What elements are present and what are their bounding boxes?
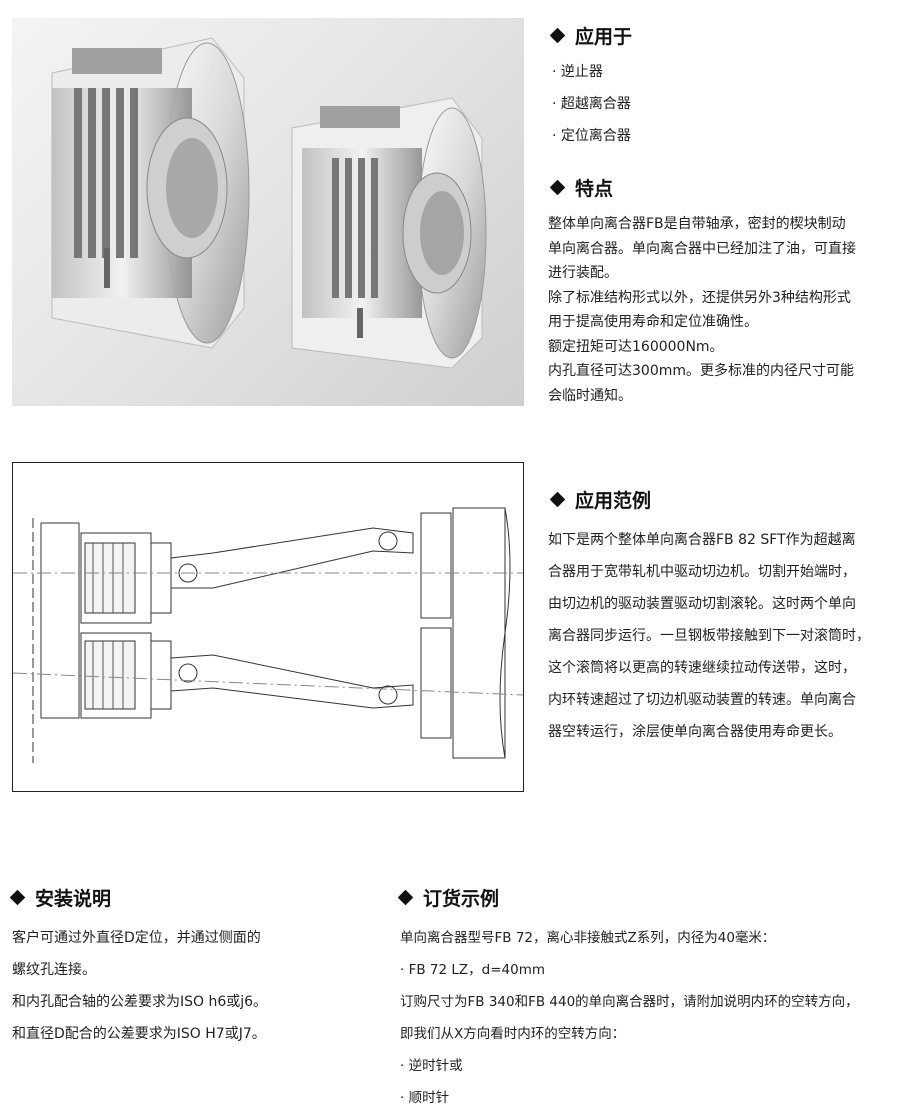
application-heading: 应用于 bbox=[548, 22, 632, 49]
text-line: · FB 72 LZ，d=40mm bbox=[400, 962, 545, 978]
text-line: 订购尺寸为FB 340和FB 440的单向离合器时，请附加说明内环的空转方向， bbox=[400, 994, 859, 1010]
diamond-bullet-icon bbox=[9, 889, 26, 906]
text-line: 单向离合器型号FB 72，离心非接触式Z系列，内径为40毫米： bbox=[400, 930, 776, 946]
order-text: 单向离合器型号FB 72，离心非接触式Z系列，内径为40毫米： · FB 72 … bbox=[400, 922, 859, 1114]
text-line: 离合器同步运行。一旦钢板带接触到下一对滚筒时， bbox=[548, 628, 870, 644]
list-item: · 逆止器 bbox=[552, 64, 603, 80]
text-line: 器空转运行，涂层使单向离合器使用寿命更长。 bbox=[548, 724, 842, 740]
install-text: 客户可通过外直径D定位，并通过侧面的 螺纹孔连接。 和内孔配合轴的公差要求为IS… bbox=[12, 922, 267, 1050]
application-diagram bbox=[12, 462, 524, 792]
text-line: 和直径D配合的公差要求为ISO H7或J7。 bbox=[12, 1026, 266, 1042]
install-heading-text: 安装说明 bbox=[35, 888, 112, 910]
diamond-bullet-icon bbox=[549, 491, 566, 508]
text-line: · 逆时针或 bbox=[400, 1058, 463, 1074]
text-line: 客户可通过外直径D定位，并通过侧面的 bbox=[12, 930, 261, 946]
example-heading-text: 应用范例 bbox=[575, 490, 652, 512]
text-line: 除了标准结构形式以外，还提供另外3种结构形式 bbox=[548, 289, 851, 306]
application-heading-text: 应用于 bbox=[575, 26, 633, 48]
application-list: · 逆止器 · 超越离合器 · 定位离合器 bbox=[552, 56, 631, 152]
text-line: 单向离合器。单向离合器中已经加注了油，可直接 bbox=[548, 240, 856, 257]
drive-shaft-drawing-icon bbox=[12, 507, 524, 763]
text-line: 额定扭矩可达160000Nm。 bbox=[548, 338, 724, 355]
example-heading: 应用范例 bbox=[548, 486, 651, 513]
features-heading: 特点 bbox=[548, 174, 613, 201]
example-text: 如下是两个整体单向离合器FB 82 SFT作为超越离 合器用于宽带轧机中驱动切边… bbox=[548, 524, 870, 748]
clutch-photo-icon bbox=[51, 37, 487, 369]
text-line: 即我们从X方向看时内环的空转方向： bbox=[400, 1026, 626, 1042]
install-heading: 安装说明 bbox=[8, 884, 111, 911]
text-line: · 顺时针 bbox=[400, 1090, 450, 1106]
list-item: · 定位离合器 bbox=[552, 128, 631, 144]
diamond-bullet-icon bbox=[549, 27, 566, 44]
text-line: 内孔直径可达300mm。更多标准的内径尺寸可能 bbox=[548, 363, 854, 379]
text-line: 由切边机的驱动装置驱动切割滚轮。这时两个单向 bbox=[548, 596, 856, 612]
text-line: 和内孔配合轴的公差要求为ISO h6或j6。 bbox=[12, 994, 268, 1010]
text-line: 合器用于宽带轧机中驱动切边机。切割开始端时， bbox=[548, 564, 856, 580]
text-line: 用于提高使用寿命和定位准确性。 bbox=[548, 314, 758, 330]
list-item: · 超越离合器 bbox=[552, 96, 631, 112]
features-text: 整体单向离合器FB是自带轴承，密封的楔块制动 单向离合器。单向离合器中已经加注了… bbox=[548, 212, 856, 408]
text-line: 整体单向离合器FB是自带轴承，密封的楔块制动 bbox=[548, 216, 846, 232]
text-line: 内环转速超过了切边机驱动装置的转速。单向离合 bbox=[548, 692, 856, 708]
product-photo bbox=[12, 18, 524, 406]
text-line: 进行装配。 bbox=[548, 265, 618, 281]
text-line: 这个滚筒将以更高的转速继续拉动传送带，这时， bbox=[548, 660, 856, 676]
order-heading-text: 订货示例 bbox=[423, 888, 500, 910]
text-line: 如下是两个整体单向离合器FB 82 SFT作为超越离 bbox=[548, 532, 856, 548]
features-heading-text: 特点 bbox=[575, 178, 614, 200]
text-line: 会临时通知。 bbox=[548, 387, 632, 404]
order-heading: 订货示例 bbox=[396, 884, 499, 911]
diamond-bullet-icon bbox=[549, 179, 566, 196]
text-line: 螺纹孔连接。 bbox=[12, 962, 96, 978]
diamond-bullet-icon bbox=[397, 889, 414, 906]
